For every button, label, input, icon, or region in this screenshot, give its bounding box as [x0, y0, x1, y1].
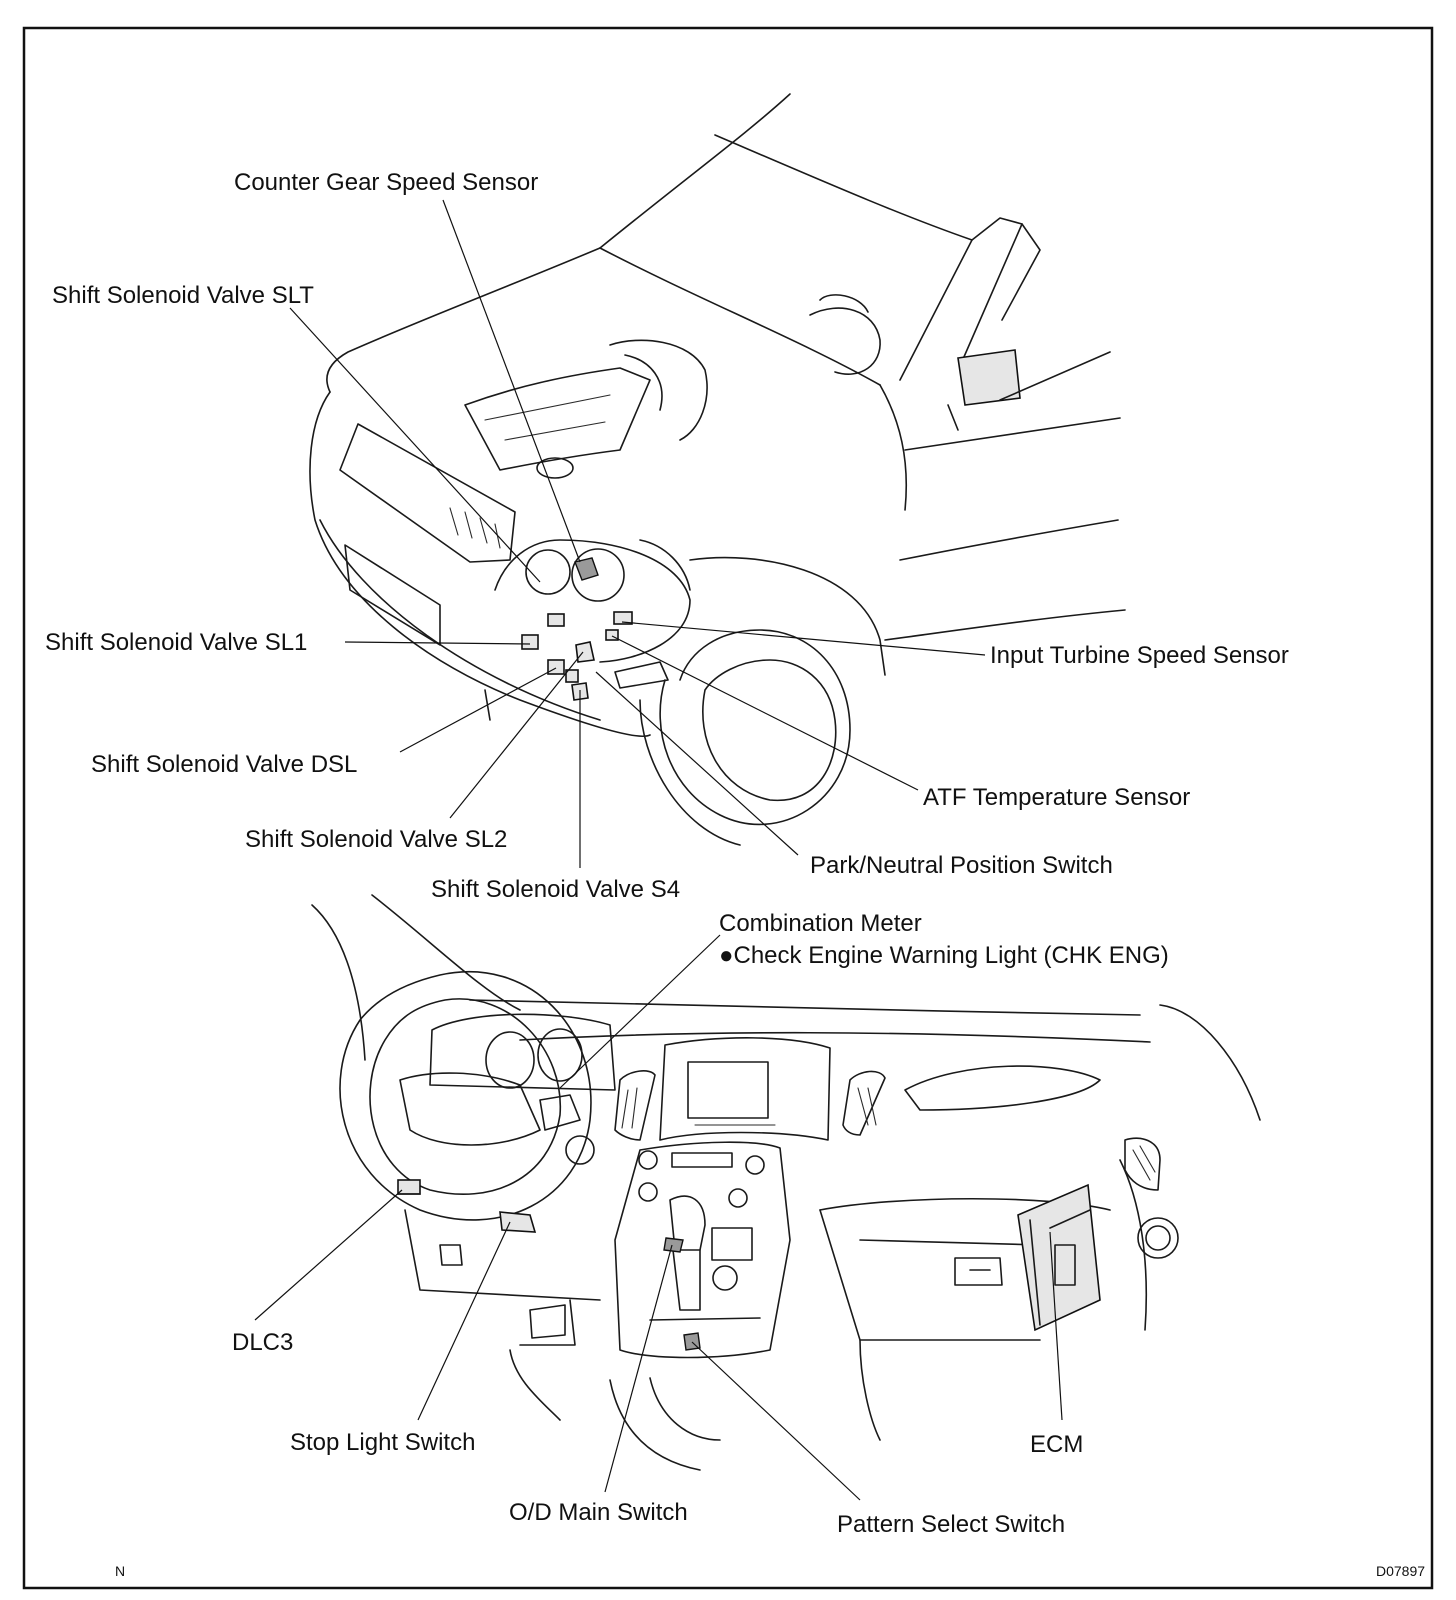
leader-ecm: [1049, 1231, 1063, 1421]
dashboard-illustration: [311, 894, 1261, 1471]
leader-sl1: [344, 641, 531, 645]
leader-park-neutral: [595, 671, 799, 856]
label-shift-solenoid-sl2: Shift Solenoid Valve SL2: [245, 826, 507, 853]
figure-code: D07897: [1376, 1563, 1425, 1579]
leader-slt: [289, 307, 541, 583]
diagram-frame: [22, 26, 1434, 1590]
label-dlc3: DLC3: [232, 1329, 293, 1356]
label-counter-gear-speed-sensor: Counter Gear Speed Sensor: [234, 169, 538, 196]
leader-dsl: [399, 667, 557, 753]
label-shift-solenoid-dsl: Shift Solenoid Valve DSL: [91, 751, 357, 778]
vehicle-front-illustration: [309, 93, 1126, 846]
label-stop-light-switch: Stop Light Switch: [290, 1429, 475, 1456]
label-ecm: ECM: [1030, 1431, 1083, 1458]
component-labels: Counter Gear Speed Sensor Shift Solenoid…: [45, 169, 1289, 1538]
label-shift-solenoid-slt: Shift Solenoid Valve SLT: [52, 282, 314, 309]
leader-lines: [254, 199, 1063, 1501]
leader-od-main: [604, 1244, 673, 1493]
label-od-main-switch: O/D Main Switch: [509, 1499, 688, 1526]
label-check-engine-warning-light: ●Check Engine Warning Light (CHK ENG): [719, 942, 1169, 969]
label-pattern-select-switch: Pattern Select Switch: [837, 1511, 1065, 1538]
leader-sl2: [449, 651, 584, 819]
leader-counter-gear: [442, 199, 581, 563]
label-shift-solenoid-s4: Shift Solenoid Valve S4: [431, 876, 680, 903]
label-combination-meter: Combination Meter: [719, 910, 922, 937]
leader-combination-meter: [559, 934, 721, 1089]
label-input-turbine-speed-sensor: Input Turbine Speed Sensor: [990, 642, 1289, 669]
label-park-neutral-position-switch: Park/Neutral Position Switch: [810, 852, 1113, 879]
label-atf-temperature-sensor: ATF Temperature Sensor: [923, 784, 1190, 811]
leader-dlc3: [254, 1189, 403, 1321]
leader-stop-light: [417, 1221, 511, 1421]
leader-input-turbine: [621, 621, 986, 656]
leader-atf: [611, 635, 919, 791]
leader-pattern-select: [691, 1341, 861, 1501]
corner-mark-left: N: [115, 1563, 125, 1579]
label-shift-solenoid-sl1: Shift Solenoid Valve SL1: [45, 629, 307, 656]
